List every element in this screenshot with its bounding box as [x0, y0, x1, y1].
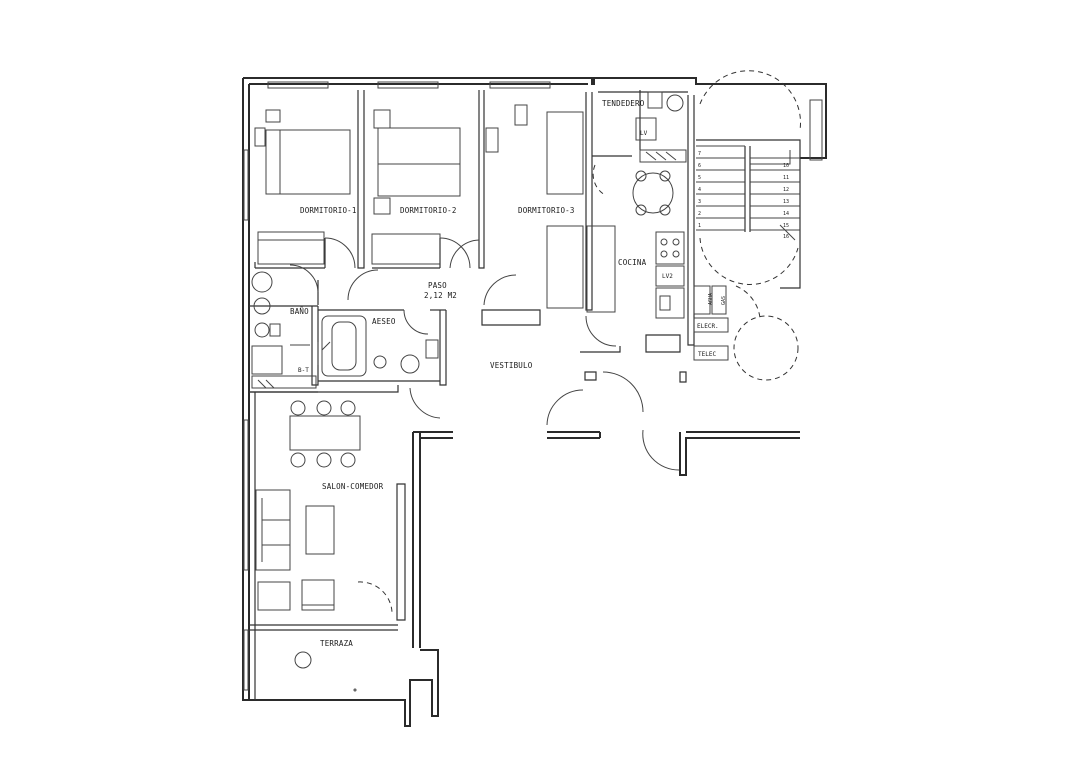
- windows: [243, 81, 823, 691]
- meter-elecr: ELECR.: [697, 323, 719, 330]
- stair-step: 3: [698, 199, 701, 205]
- plant-pot: [294, 651, 312, 669]
- room-label-dormitorio-2: DORMITORIO-2: [400, 206, 457, 215]
- sink: [655, 287, 685, 319]
- bano: BAÑO B-T: [251, 271, 317, 389]
- stair-step: 15: [783, 223, 789, 229]
- stair-step: 2: [698, 211, 701, 217]
- dormitorio-1: DORMITORIO-1: [254, 109, 357, 265]
- meter-gas: GAS: [721, 296, 727, 305]
- shower: [251, 345, 283, 375]
- stair-step: 4: [698, 187, 701, 193]
- washbasin: [251, 271, 273, 293]
- toilet: [373, 355, 387, 369]
- stair-step: 16: [783, 234, 789, 240]
- wardrobe-2: [371, 233, 441, 265]
- stair-step: 6: [698, 163, 701, 169]
- cooktop: [655, 231, 685, 265]
- room-label-terraza: TERRAZA: [320, 639, 353, 648]
- sofa: [255, 489, 291, 571]
- stair-step: 1: [698, 223, 701, 229]
- armchair: [301, 579, 335, 611]
- toilet: [254, 322, 270, 338]
- cocina: LV2 COCINA: [618, 170, 685, 319]
- paso: PASO 2,12 M2: [424, 281, 457, 300]
- room-label-paso: PASO: [428, 281, 447, 290]
- door-swings: [289, 164, 680, 613]
- tendedero: TENDEDERO LV: [602, 91, 687, 163]
- bed-3b: [546, 225, 584, 309]
- bed-1: [265, 129, 351, 195]
- bed-2: [377, 127, 461, 197]
- elevator-swing: [733, 315, 799, 381]
- room-label-aseo: AESEO: [372, 317, 396, 326]
- aseo: AESEO: [321, 315, 439, 377]
- vestibulo: VESTIBULO: [490, 361, 533, 370]
- room-area-paso: 2,12 M2: [424, 291, 457, 300]
- fixture-lv: LV: [640, 130, 648, 137]
- stair-step: 14: [783, 211, 789, 217]
- bidet: [253, 297, 271, 315]
- room-label-tendedero: TENDEDERO: [602, 99, 645, 108]
- stair-step: 7: [698, 151, 701, 157]
- stair-step: 11: [783, 175, 789, 181]
- staircase: 7 6 5 4 3 2 1 10 11 12 13 14 15 16: [696, 70, 801, 381]
- stair-step: 10: [783, 163, 789, 169]
- terraza: TERRAZA: [294, 639, 357, 692]
- room-label-dormitorio-3: DORMITORIO-3: [518, 206, 575, 215]
- interior-walls: [249, 90, 695, 700]
- dormitorio-3: DORMITORIO-3: [485, 104, 616, 313]
- dining-table: [632, 172, 674, 214]
- room-label-vestibulo: VESTIBULO: [490, 361, 533, 370]
- nightstand: [254, 127, 266, 147]
- dining-table: [289, 415, 361, 451]
- fixture-lv2: LV2: [662, 273, 673, 280]
- room-label-dormitorio-1: DORMITORIO-1: [300, 206, 357, 215]
- bed-3a: [546, 111, 584, 195]
- counter-strip: [639, 149, 687, 163]
- salon-comedor: SALON-COMEDOR: [255, 400, 384, 611]
- dormitorio-2: DORMITORIO-2: [371, 109, 461, 265]
- armchair: [257, 581, 291, 611]
- fixture-bt: B-T: [298, 367, 309, 374]
- stair-step: 13: [783, 199, 789, 205]
- utilities: AGUA GAS ELECR. TELEC: [693, 285, 761, 361]
- wardrobe-1: [257, 231, 325, 265]
- room-label-bano: BAÑO: [290, 307, 309, 316]
- room-label-cocina: COCINA: [618, 258, 647, 267]
- meter-telec: TELEC: [698, 351, 716, 358]
- stair-step: 5: [698, 175, 701, 181]
- meter-agua: AGUA: [708, 293, 714, 305]
- coffee-table: [305, 505, 335, 555]
- wardrobe-3: [586, 225, 616, 313]
- washbasin: [400, 354, 420, 374]
- stair-step: 12: [783, 187, 789, 193]
- bathtub: [321, 315, 367, 377]
- outer-walls: [242, 77, 827, 727]
- room-label-salon-comedor: SALON-COMEDOR: [322, 482, 384, 491]
